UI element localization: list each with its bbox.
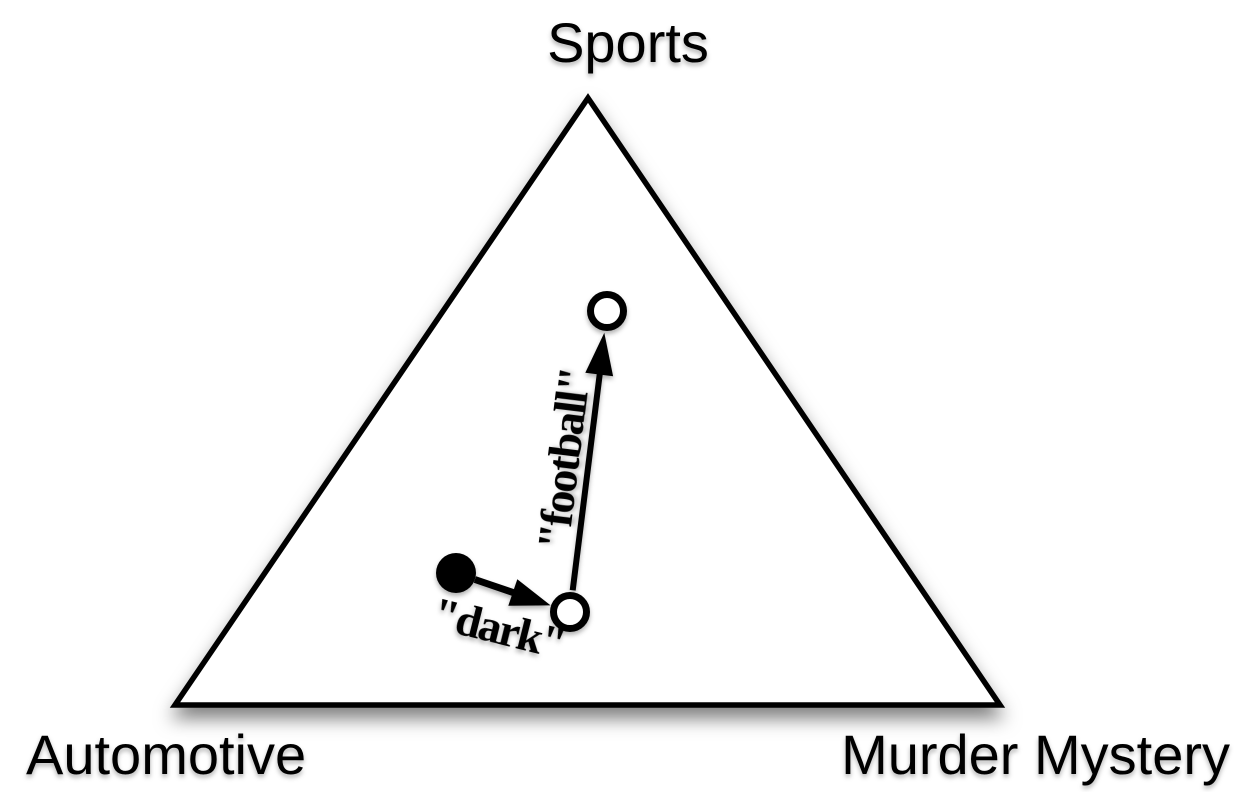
after-football-node-circle xyxy=(587,291,627,331)
after-dark-node-circle xyxy=(550,592,590,632)
dark-arrow-shaft xyxy=(473,576,516,597)
football-arrow-head xyxy=(585,332,614,377)
vertex-label-sports: Sports xyxy=(547,11,709,74)
football-arrow-shaft xyxy=(569,371,603,591)
football-arrow xyxy=(569,332,614,591)
triangle-outline xyxy=(169,93,1006,708)
start-node-filled-circle xyxy=(436,553,476,593)
vertex-label-murder-mystery: Murder Mystery xyxy=(841,723,1230,786)
dark-arrow xyxy=(473,576,551,606)
vertex-label-automotive: Automotive xyxy=(26,723,306,786)
dark-arrow-head xyxy=(508,579,551,606)
